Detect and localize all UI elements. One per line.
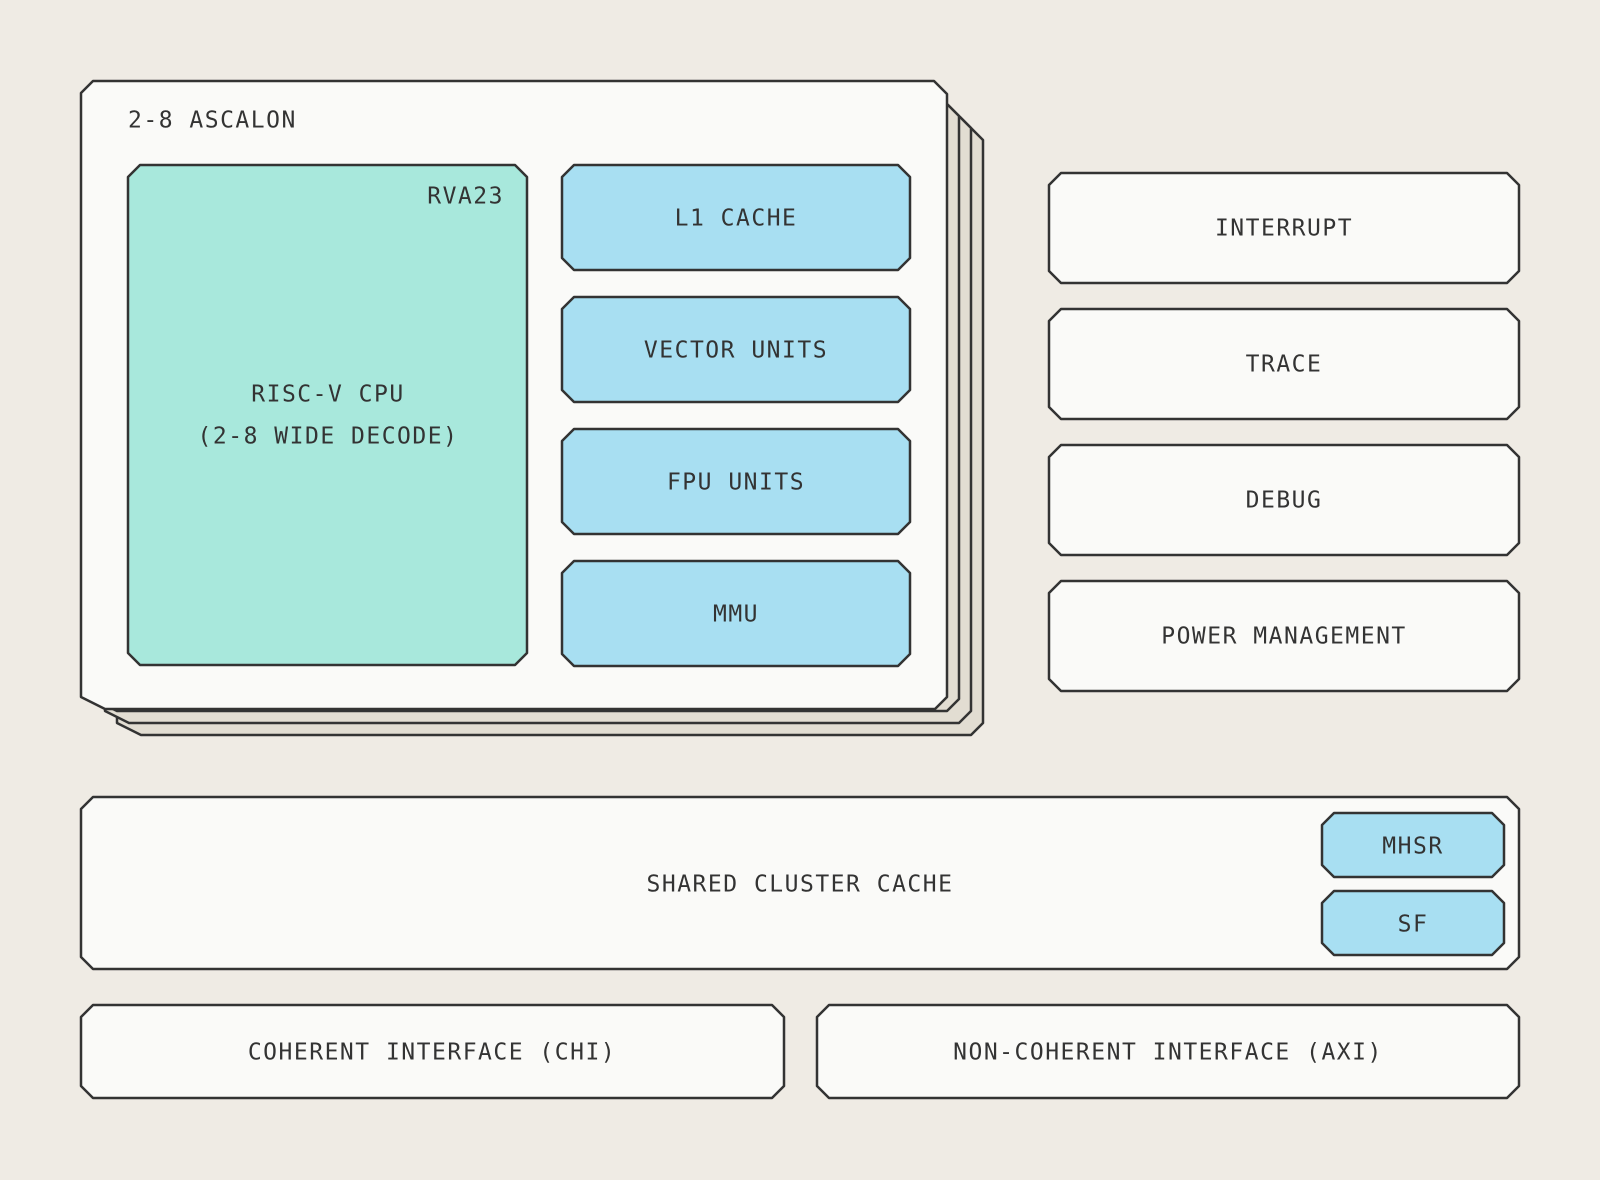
side-block-power-management[interactable]: POWER MANAGEMENT	[1047, 579, 1521, 693]
side-block-trace-label: TRACE	[1246, 352, 1323, 378]
cache-sub-block-sf-label: SF	[1398, 912, 1429, 938]
coherent-interface[interactable]: COHERENT INTERFACE (CHI)	[79, 1003, 786, 1100]
side-block-interrupt-box	[1047, 171, 1521, 285]
non-coherent-interface-box	[815, 1003, 1521, 1100]
non-coherent-interface[interactable]: NON-COHERENT INTERFACE (AXI)	[815, 1003, 1521, 1100]
cpu-isa-tag: RVA23	[427, 184, 504, 210]
unit-fpu-units-box	[560, 427, 912, 536]
unit-vector-units-label: VECTOR UNITS	[644, 338, 828, 364]
unit-fpu-units[interactable]: FPU UNITS	[560, 427, 912, 536]
side-block-debug[interactable]: DEBUG	[1047, 443, 1521, 557]
cpu-core-label-line2: (2-8 WIDE DECODE)	[198, 424, 459, 450]
unit-l1-cache-label: L1 CACHE	[675, 206, 798, 232]
cache-sub-block-sf-box	[1320, 889, 1506, 957]
side-block-interrupt-label: INTERRUPT	[1215, 216, 1353, 242]
non-coherent-interface-label: NON-COHERENT INTERFACE (AXI)	[953, 1040, 1383, 1066]
cache-sub-block-mhsr[interactable]: MHSR	[1320, 811, 1506, 879]
cpu-core-block[interactable]: RVA23 RISC-V CPU (2-8 WIDE DECODE)	[126, 163, 529, 667]
unit-l1-cache-box	[560, 163, 912, 272]
side-block-trace-box	[1047, 307, 1521, 421]
shared-cluster-cache-box	[79, 795, 1521, 971]
cache-sub-block-mhsr-box	[1320, 811, 1506, 879]
cluster-title: 2-8 ASCALON	[128, 108, 297, 134]
coherent-interface-box	[79, 1003, 786, 1100]
cache-sub-block-mhsr-label: MHSR	[1382, 834, 1443, 860]
side-block-debug-label: DEBUG	[1246, 488, 1323, 514]
shared-cluster-cache-label: SHARED CLUSTER CACHE	[647, 872, 954, 898]
side-block-interrupt[interactable]: INTERRUPT	[1047, 171, 1521, 285]
unit-fpu-units-label: FPU UNITS	[667, 470, 805, 496]
unit-mmu-label: MMU	[713, 602, 759, 628]
unit-mmu[interactable]: MMU	[560, 559, 912, 668]
unit-vector-units-box	[560, 295, 912, 404]
cache-sub-block-sf[interactable]: SF	[1320, 889, 1506, 957]
cpu-core-label-line1: RISC-V CPU	[251, 382, 404, 408]
cpu-core-box	[126, 163, 529, 667]
side-block-power-management-box	[1047, 579, 1521, 693]
unit-l1-cache[interactable]: L1 CACHE	[560, 163, 912, 272]
shared-cluster-cache[interactable]: SHARED CLUSTER CACHE	[79, 795, 1521, 971]
side-block-power-management-label: POWER MANAGEMENT	[1161, 624, 1407, 650]
coherent-interface-label: COHERENT INTERFACE (CHI)	[248, 1040, 616, 1066]
unit-vector-units[interactable]: VECTOR UNITS	[560, 295, 912, 404]
side-block-debug-box	[1047, 443, 1521, 557]
side-block-trace[interactable]: TRACE	[1047, 307, 1521, 421]
unit-mmu-box	[560, 559, 912, 668]
